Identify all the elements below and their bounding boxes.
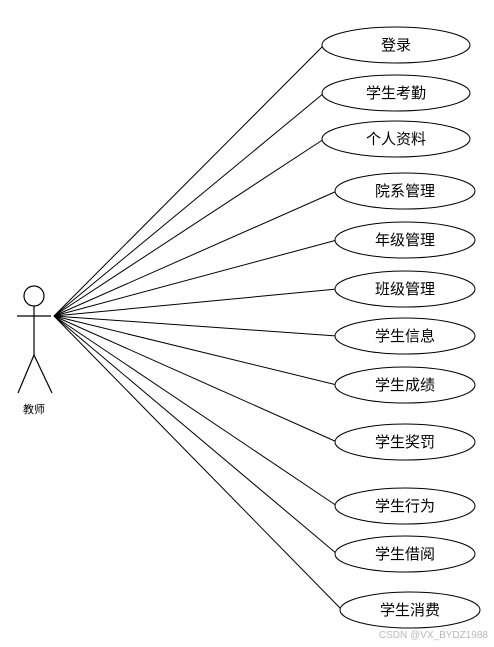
- use-case-label: 学生消费: [380, 601, 440, 619]
- use-case: 学生奖罚: [334, 423, 476, 461]
- actor-right-leg: [33, 354, 53, 394]
- association-line: [53, 315, 338, 443]
- association-line: [53, 190, 338, 317]
- use-case-label: 个人资料: [366, 130, 426, 148]
- use-case-label: 学生考勤: [366, 84, 426, 102]
- use-case: 学生行为: [334, 487, 476, 525]
- association-line: [53, 315, 343, 611]
- use-case-ellipse: [321, 26, 471, 64]
- use-case-ellipse: [321, 120, 471, 158]
- use-case-ellipse: [334, 172, 476, 210]
- use-case: 学生考勤: [321, 74, 471, 112]
- association-line: [53, 138, 325, 317]
- use-case-ellipse: [334, 535, 476, 573]
- use-case: 学生成绩: [334, 366, 476, 404]
- use-case: 登录: [321, 26, 471, 64]
- use-case-ellipse: [321, 74, 471, 112]
- actor-name: 教师: [23, 403, 45, 416]
- actor-left-leg: [17, 354, 35, 394]
- actor-head: [23, 285, 45, 307]
- use-case-label: 院系管理: [375, 182, 435, 200]
- association-line: [53, 315, 338, 555]
- use-cases: 登录学生考勤个人资料院系管理年级管理班级管理学生信息学生成绩学生奖罚学生行为学生…: [321, 26, 481, 629]
- association-line: [53, 315, 338, 386]
- use-case: 个人资料: [321, 120, 471, 158]
- use-case-label: 学生信息: [375, 327, 435, 345]
- use-case-label: 学生奖罚: [375, 433, 435, 451]
- use-case: 学生消费: [339, 591, 481, 629]
- watermark: CSDN @VX_BYDZ1988: [378, 630, 488, 641]
- association-line: [53, 92, 325, 317]
- use-case: 学生借阅: [334, 535, 476, 573]
- association-line: [53, 239, 338, 317]
- use-case: 院系管理: [334, 172, 476, 210]
- association-line: [53, 315, 338, 337]
- use-case-label: 学生借阅: [375, 545, 435, 563]
- use-case-ellipse: [339, 591, 481, 629]
- use-case-ellipse: [334, 317, 476, 355]
- use-case-label: 年级管理: [375, 231, 435, 249]
- association-lines: [53, 44, 343, 611]
- use-case-ellipse: [334, 270, 476, 308]
- use-case: 年级管理: [334, 221, 476, 259]
- use-case: 班级管理: [334, 270, 476, 308]
- association-line: [53, 44, 325, 317]
- use-case-label: 学生行为: [375, 497, 435, 515]
- actor-teacher: 教师: [17, 285, 53, 416]
- use-case-label: 学生成绩: [375, 376, 435, 394]
- use-case-ellipse: [334, 366, 476, 404]
- association-line: [53, 288, 338, 317]
- use-case: 学生信息: [334, 317, 476, 355]
- use-case-ellipse: [334, 423, 476, 461]
- use-case-ellipse: [334, 487, 476, 525]
- use-case-ellipse: [334, 221, 476, 259]
- use-case-label: 班级管理: [375, 280, 435, 298]
- use-case-label: 登录: [381, 36, 411, 54]
- association-line: [53, 315, 338, 507]
